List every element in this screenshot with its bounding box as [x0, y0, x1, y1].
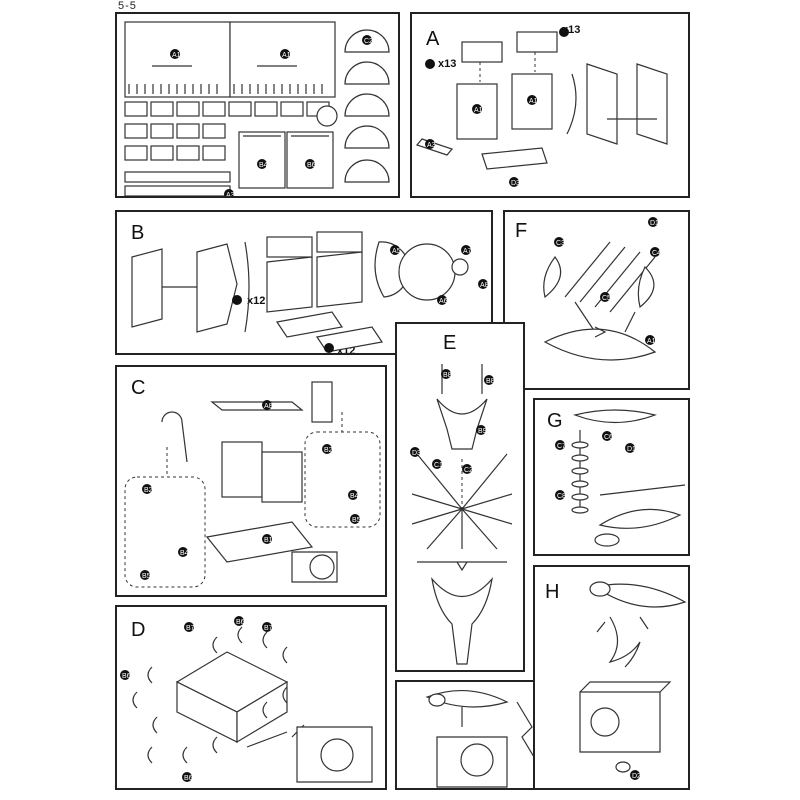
part-tag-a-d3: D3: [511, 180, 520, 187]
panel-c-drawing: A8 B1 B2 B4 B5 B2 B4 B5: [124, 381, 381, 588]
part-tag-f-a: A1: [647, 338, 656, 345]
part-tag-b-a7: A7: [463, 248, 472, 255]
panel-g-drawing: C6 D1 C7 C8: [555, 409, 686, 547]
part-tag-h-d2: D2: [632, 773, 641, 780]
part-tag-d-b6-b: B6: [184, 775, 193, 782]
panel-b-drawing: A5 A6 A7 A8: [131, 231, 489, 353]
panel-b-label: B: [131, 222, 145, 244]
part-tag-e-c2: C2: [464, 467, 473, 474]
part-tag-e-d3: D3: [412, 450, 421, 457]
panel-h: H D2: [533, 565, 690, 790]
part-tag-c-a9: A8: [264, 403, 273, 410]
part-tag-a-a1-b: A1: [529, 98, 538, 105]
panel-d: D B7 B6 B7 B6 B6: [115, 605, 387, 790]
panel-f-label: F: [515, 220, 528, 242]
part-tag-c-b5-l: B5: [142, 573, 151, 580]
part-tag-f-d1: D1: [650, 220, 659, 227]
panel-e-label: E: [443, 332, 457, 354]
part-tag-b6: B6: [307, 162, 316, 169]
panel-f: F D1 C3 C4 C5 A1: [503, 210, 690, 390]
part-tag-e-c1: C1: [434, 462, 443, 469]
part-tag-c-b4: B4: [350, 493, 359, 500]
part-tag-e-b8-r: B8: [486, 378, 495, 385]
part-tag-d-b6: B6: [236, 619, 245, 626]
part-tag-b-a5: A5: [392, 248, 401, 255]
panel-d-label: D: [131, 619, 146, 641]
parts-sheet-drawing: A1 A1 B4 B6 A3 C2: [124, 21, 390, 198]
part-tag-a-a1: A1: [474, 107, 483, 114]
panel-a-label: A: [426, 28, 440, 50]
panel-g-label: G: [547, 410, 563, 432]
part-tag-g-d1: D1: [627, 446, 636, 453]
panel-h-label: H: [545, 581, 560, 603]
panel-a: A x13 x13 A1 A1 A3 D3: [410, 12, 690, 198]
final-assembly-drawing: [425, 690, 533, 788]
part-tag-g-c7: C7: [557, 443, 566, 450]
part-tag-a1: A1: [172, 52, 181, 59]
part-tag-a-a3: A3: [427, 142, 436, 149]
part-tag-c-b2-l: B2: [144, 487, 153, 494]
final-assembly-panel: [395, 680, 535, 790]
part-tag-e-b9: B9: [478, 428, 487, 435]
part-tag-a3: A3: [226, 192, 235, 198]
part-tag-d-b7-b: B7: [264, 625, 273, 632]
panel-a-drawing: A1 A1 A3 D3: [415, 27, 668, 187]
part-tag-c-b4-l: B4: [180, 550, 189, 557]
part-tag-c-b2: B2: [324, 447, 333, 454]
qty-a4: x13: [438, 58, 457, 70]
panel-e-drawing: B8 B8 B9 C2 C1 D3: [410, 364, 513, 665]
panel-g: G C6 D1 C7 C8: [533, 398, 690, 556]
part-tag-d-b6-l: B6: [122, 673, 131, 680]
panel-c: C A8 B1 B2 B4 B5 B2 B4 B5: [115, 365, 387, 597]
panel-e: E B8 B8 B9 C2 C1 D3: [395, 322, 525, 672]
part-tag-g-c8: C8: [557, 493, 566, 500]
part-tag-c2: C2: [364, 38, 373, 45]
part-tag-f-c4: C4: [652, 250, 661, 257]
panel-h-drawing: D2: [579, 581, 687, 780]
part-tag-b-a8: A8: [480, 282, 489, 289]
panel-c-label: C: [131, 377, 146, 399]
part-tag-f-c5: C5: [602, 295, 611, 302]
part-tag-c-b5: B5: [352, 517, 361, 524]
part-tag-e-b8: B8: [443, 372, 452, 379]
page-number: 5-5: [118, 0, 137, 12]
qty-b-a4: x12: [247, 295, 266, 307]
part-tag-d-b7: B7: [186, 625, 195, 632]
panel-f-drawing: D1 C3 C4 C5 A1: [543, 217, 661, 361]
part-tag-b4: B4: [259, 162, 268, 169]
part-tag-c-b1: B1: [264, 537, 273, 544]
parts-sheet-panel: A1 A1 B4 B6 A3 C2: [115, 12, 400, 198]
part-tag-b-a6: A6: [439, 298, 448, 305]
part-tag-f-c3: C3: [556, 240, 565, 247]
part-tag-a1-b: A1: [282, 52, 291, 59]
panel-d-drawing: B7 B6 B7 B6 B6: [120, 616, 373, 783]
part-tag-g-c6: C6: [604, 434, 613, 441]
